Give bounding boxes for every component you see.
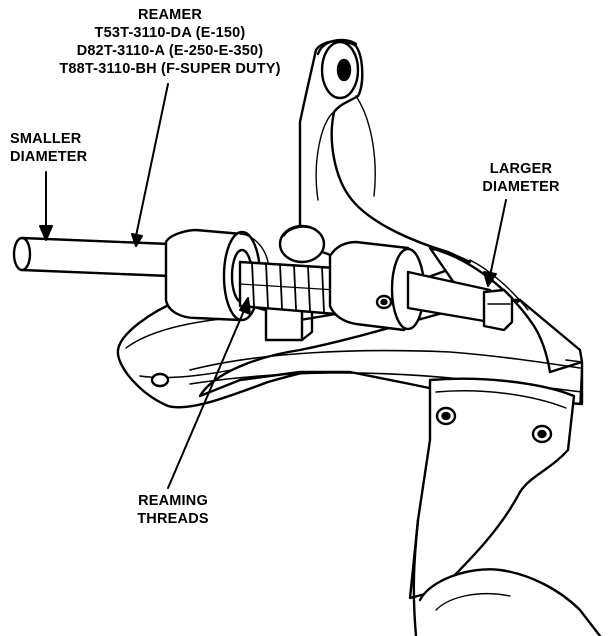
reamer-part-f-super-duty: T88T-3110-BH (F-SUPER DUTY) bbox=[59, 61, 281, 77]
smaller-diameter-line2: DIAMETER bbox=[10, 149, 88, 165]
mounting-plate bbox=[408, 377, 602, 636]
reamer-shaft bbox=[12, 236, 172, 278]
reamer-pilot bbox=[406, 270, 514, 332]
reamer-part-e150: T53T-3110-DA (E-150) bbox=[94, 25, 246, 41]
reaming-threads-arrowhead bbox=[239, 297, 251, 315]
smaller-diameter-label: SMALLER DIAMETER bbox=[10, 130, 87, 166]
larger-diameter-arrowhead bbox=[483, 271, 497, 287]
reaming-threads-line2: THREADS bbox=[137, 511, 209, 527]
reaming-threads-leader bbox=[167, 305, 247, 489]
reaming-threads-line1: REAMING bbox=[138, 493, 208, 509]
spindle-bore bbox=[278, 224, 326, 264]
larger-diameter-line2: DIAMETER bbox=[482, 179, 560, 195]
reaming-threads-label: REAMING THREADS bbox=[118, 492, 228, 528]
larger-diameter-label: LARGER DIAMETER bbox=[466, 160, 576, 196]
reamer-part-e250-e350: D82T-3110-A (E-250-E-350) bbox=[76, 43, 264, 59]
leader-lines bbox=[39, 83, 507, 489]
reamer-label: REAMER T53T-3110-DA (E-150) D82T-3110-A … bbox=[40, 6, 300, 78]
reamer-leader bbox=[135, 83, 169, 237]
larger-diameter-leader bbox=[489, 199, 507, 277]
smaller-diameter-line1: SMALLER bbox=[10, 131, 82, 147]
reaming-threads-section bbox=[238, 260, 338, 316]
larger-diameter-line1: LARGER bbox=[489, 161, 553, 177]
smaller-diameter-arrowhead bbox=[39, 225, 53, 241]
reamer-title: REAMER bbox=[137, 7, 203, 23]
reamer-arrowhead bbox=[131, 233, 143, 247]
spindle-arm bbox=[298, 38, 472, 282]
